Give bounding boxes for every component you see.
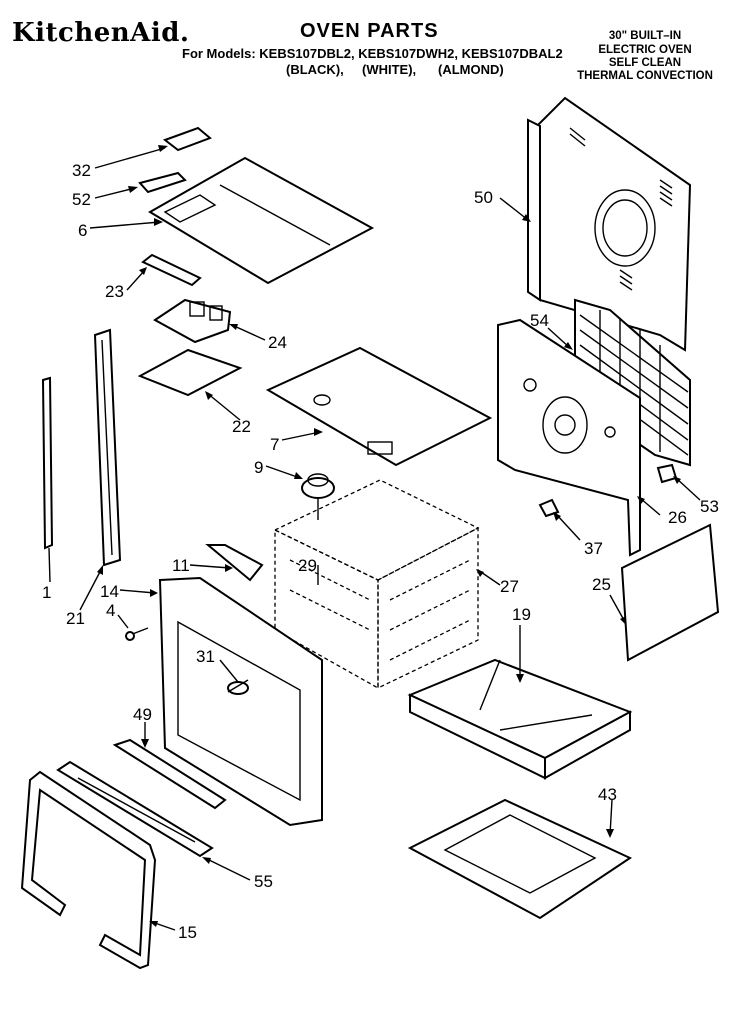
- callout-50: 50: [474, 188, 493, 207]
- part-rear-panel: [526, 96, 692, 352]
- part-plate: [137, 348, 243, 397]
- callout-29: 29: [298, 556, 317, 575]
- part-upper-cover: [265, 346, 493, 467]
- part-front-frame: [158, 576, 323, 827]
- callout-7: 7: [270, 435, 279, 454]
- callout-52: 52: [72, 190, 91, 209]
- callout-23: 23: [105, 282, 124, 301]
- part-side-trim: [93, 328, 122, 567]
- callout-19: 19: [512, 605, 531, 624]
- brand-logo: KitchenAid.: [12, 18, 190, 48]
- callout-53: 53: [700, 497, 719, 516]
- callout-43: 43: [598, 785, 617, 804]
- color-black: (BLACK),: [286, 62, 344, 77]
- part-fan-baffle: [497, 318, 641, 557]
- part-top-panel: [138, 126, 375, 285]
- part-bottom-tray: [407, 798, 633, 920]
- callout-27: 27: [500, 577, 519, 596]
- callout-6: 6: [78, 221, 87, 240]
- callout-15: 15: [178, 923, 197, 942]
- part-switch-bracket: [153, 298, 232, 344]
- callout-54: 54: [530, 311, 549, 330]
- callout-4: 4: [106, 601, 115, 620]
- part-small-bar: [141, 253, 202, 287]
- part-fan-blade: [538, 498, 560, 518]
- page-title: OVEN PARTS: [300, 20, 439, 42]
- callout-14: 14: [100, 582, 119, 601]
- part-door-gasket: [20, 770, 157, 970]
- part-trim-piece: [112, 738, 227, 810]
- part-side-panel: [620, 523, 720, 662]
- spec-line-1: 30" BUILT–IN: [608, 30, 682, 42]
- part-bracket: [656, 463, 678, 484]
- part-side-strip: [41, 376, 54, 550]
- part-oven-cavity: [273, 479, 480, 690]
- callout-32: 32: [72, 161, 91, 180]
- spec-line-4: THERMAL CONVECTION: [577, 70, 713, 82]
- part-switch: [205, 544, 264, 582]
- callout-11: 11: [172, 556, 190, 575]
- color-white: (WHITE),: [362, 62, 417, 77]
- callout-21: 21: [66, 609, 85, 628]
- callout-49: 49: [133, 705, 152, 724]
- callout-9: 9: [254, 458, 263, 477]
- callout-22: 22: [232, 417, 251, 436]
- leader-lines: [48, 145, 701, 931]
- color-almond: (ALMOND): [438, 62, 504, 77]
- callout-55: 55: [254, 872, 273, 891]
- callout-31: 31: [196, 647, 215, 666]
- callout-1: 1: [42, 583, 51, 602]
- spec-line-2: ELECTRIC OVEN: [598, 44, 692, 56]
- callout-37: 37: [584, 539, 603, 558]
- callout-26: 26: [668, 508, 687, 527]
- spec-line-3: SELF CLEAN: [608, 57, 682, 69]
- callout-24: 24: [268, 333, 287, 352]
- part-screw: [125, 627, 149, 641]
- part-vent-trim: [56, 760, 214, 858]
- callout-25: 25: [592, 575, 611, 594]
- part-bottom-cover: [407, 658, 633, 780]
- models-line: For Models: KEBS107DBL2, KEBS107DWH2, KE…: [182, 46, 563, 61]
- callout-labels: 32 52 6 23 24 22 7 9 11 29 27 50 54 26 5…: [42, 161, 719, 942]
- part-convection-element: [301, 473, 335, 520]
